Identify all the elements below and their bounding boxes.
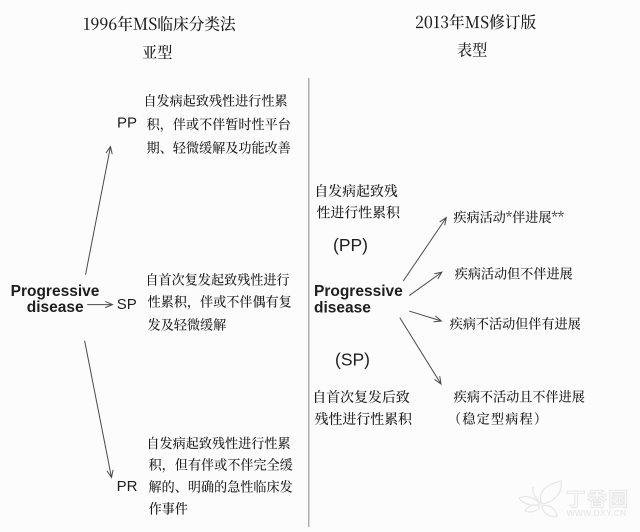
svg-text:(PP): (PP) [333,235,368,255]
svg-text:PR: PR [117,478,138,495]
svg-text:SP: SP [117,296,137,313]
svg-text:(SP): (SP) [335,350,370,370]
svg-text:disease: disease [27,299,84,316]
svg-text:Progressive: Progressive [11,283,100,300]
svg-text:Progressive: Progressive [314,283,403,300]
svg-text:WWW.DXY.CN: WWW.DXY.CN [567,508,627,518]
svg-text:PP: PP [117,115,137,132]
svg-text:disease: disease [314,299,371,316]
